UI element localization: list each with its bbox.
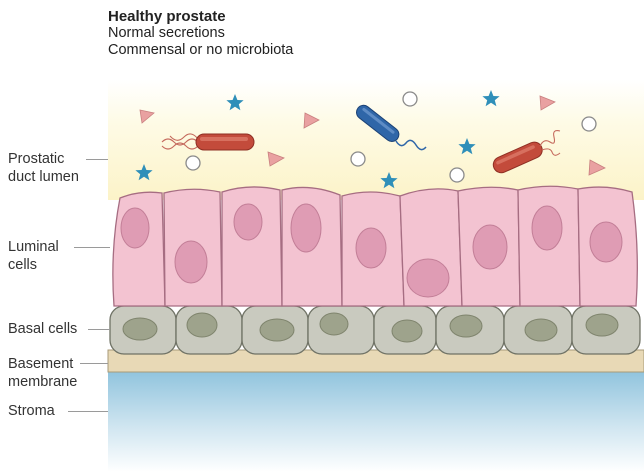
commensal-bacterium [492, 130, 561, 174]
basal-nucleus [585, 313, 619, 337]
star-icon [226, 94, 244, 111]
circle-icon [402, 91, 418, 107]
commensal-bacterium [356, 104, 427, 151]
basal-nucleus [449, 314, 483, 338]
luminal-nucleus [472, 224, 508, 270]
luminal-nucleus [355, 227, 387, 269]
label-basement-membrane: Basement membrane [8, 356, 78, 390]
basal-nucleus [259, 318, 295, 342]
luminal-nuclei [120, 203, 623, 298]
luminal-nucleus [120, 207, 150, 249]
triangle-icon [588, 159, 606, 176]
label-stroma: Stroma [8, 403, 55, 419]
header-title: Healthy prostate [108, 8, 226, 25]
star-icon [482, 90, 500, 107]
commensal-bacterium [161, 133, 255, 151]
header-line-2: Commensal or no microbiota [108, 42, 294, 58]
star-icon [458, 138, 476, 155]
flagella-icon [161, 133, 199, 150]
luminal-nucleus [174, 240, 208, 284]
luminal-nucleus [531, 205, 563, 251]
rod-bacterium [195, 133, 255, 151]
circle-icon [350, 151, 366, 167]
basal-nucleus [524, 318, 558, 342]
basal-nucleus [186, 312, 218, 338]
basement-membrane [107, 349, 644, 373]
luminal-nucleus [406, 258, 450, 298]
stroma [108, 370, 644, 472]
label-luminal-cells: Luminal cells [8, 239, 59, 273]
luminal-nucleus [589, 221, 623, 263]
secretion-stars [135, 90, 500, 189]
circle-icon [449, 167, 465, 183]
header-line-1: Normal secretions [108, 25, 225, 41]
star-icon [380, 172, 398, 189]
triangle-icon [267, 151, 285, 167]
flagella-icon [539, 130, 561, 156]
circle-icon [581, 116, 597, 132]
leader-line [86, 159, 108, 160]
triangle-icon [139, 109, 155, 124]
basal-nucleus [122, 317, 158, 341]
secretion-circles [185, 91, 597, 183]
basal-nucleus [391, 319, 423, 343]
secretion-triangles [139, 95, 606, 176]
triangle-icon [303, 112, 320, 129]
label-basal-cells: Basal cells [8, 321, 78, 337]
diagram-header: Healthy prostate Normal secretions Comme… [108, 8, 293, 59]
flagellum-icon [395, 139, 427, 151]
rod-bacterium [356, 104, 400, 142]
leader-line [80, 363, 108, 364]
label-prostatic-duct-lumen: Prostatic duct lumen [8, 151, 79, 185]
basal-nucleus [319, 312, 349, 336]
luminal-nucleus [233, 203, 263, 241]
triangle-icon [539, 95, 556, 111]
luminal-nucleus [290, 203, 322, 253]
basal-nuclei [122, 312, 619, 343]
leader-line [68, 411, 108, 412]
leader-line [74, 247, 110, 248]
circle-icon [185, 155, 201, 171]
star-icon [135, 164, 153, 181]
leader-line [88, 329, 110, 330]
